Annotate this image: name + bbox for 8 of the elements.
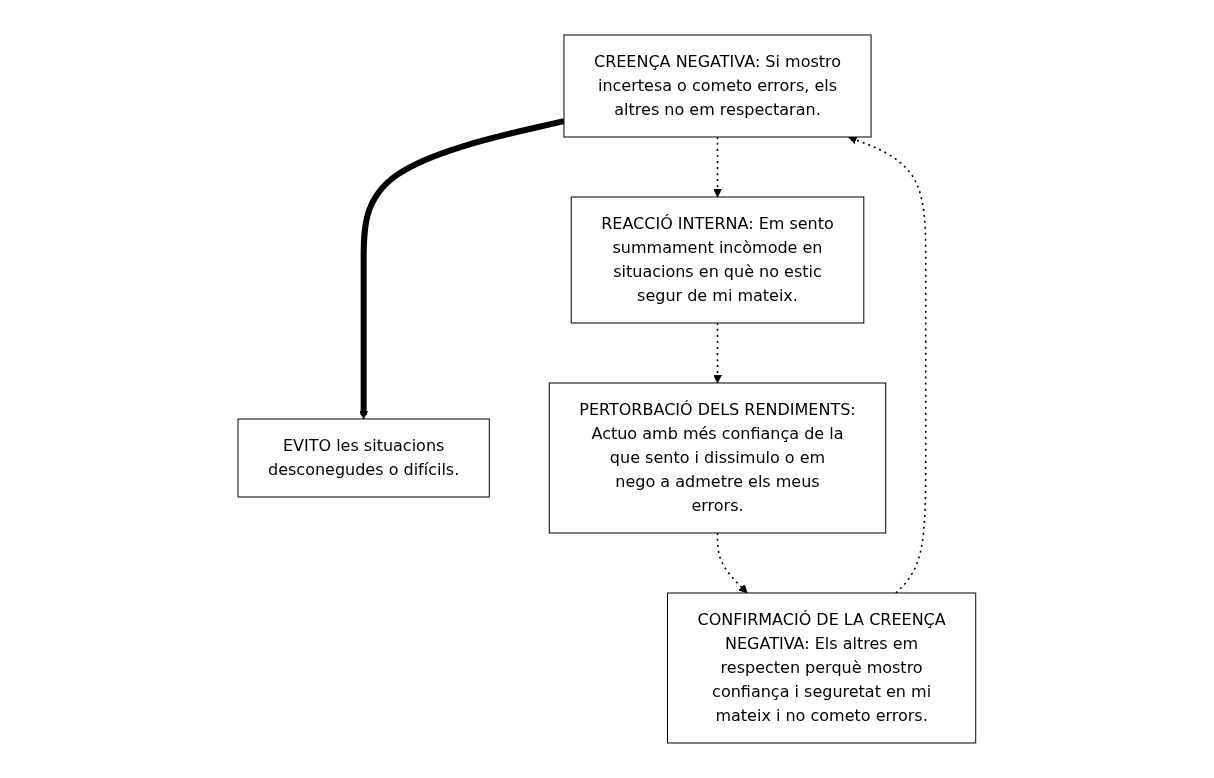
arrow [359,118,565,420]
arrow [716,532,748,594]
node-box: PERTORBACIÓ DELS RENDIMENTS: Actuo amb més confiança de la que sento i dissimulo o em nego a admetre els meus errors. [548,382,887,534]
node-box: EVITO les situacions desconegudes o difícils. [237,418,490,498]
node-box: CREENÇA NEGATIVA: Si mostro incertesa o cometo errors, els altres no em respectaran. [563,34,872,138]
node-box: REACCIÓ INTERNA: Em sento summament incòmode en situacions en què no estic segur de mi mateix. [570,196,865,324]
node-box: CONFIRMACIÓ DE LA CREENÇA NEGATIVA: Els altres em respecten perquè mostro confiança i seguretat en mi mateix i no cometo errors. [667,592,977,744]
arrow [713,322,723,384]
